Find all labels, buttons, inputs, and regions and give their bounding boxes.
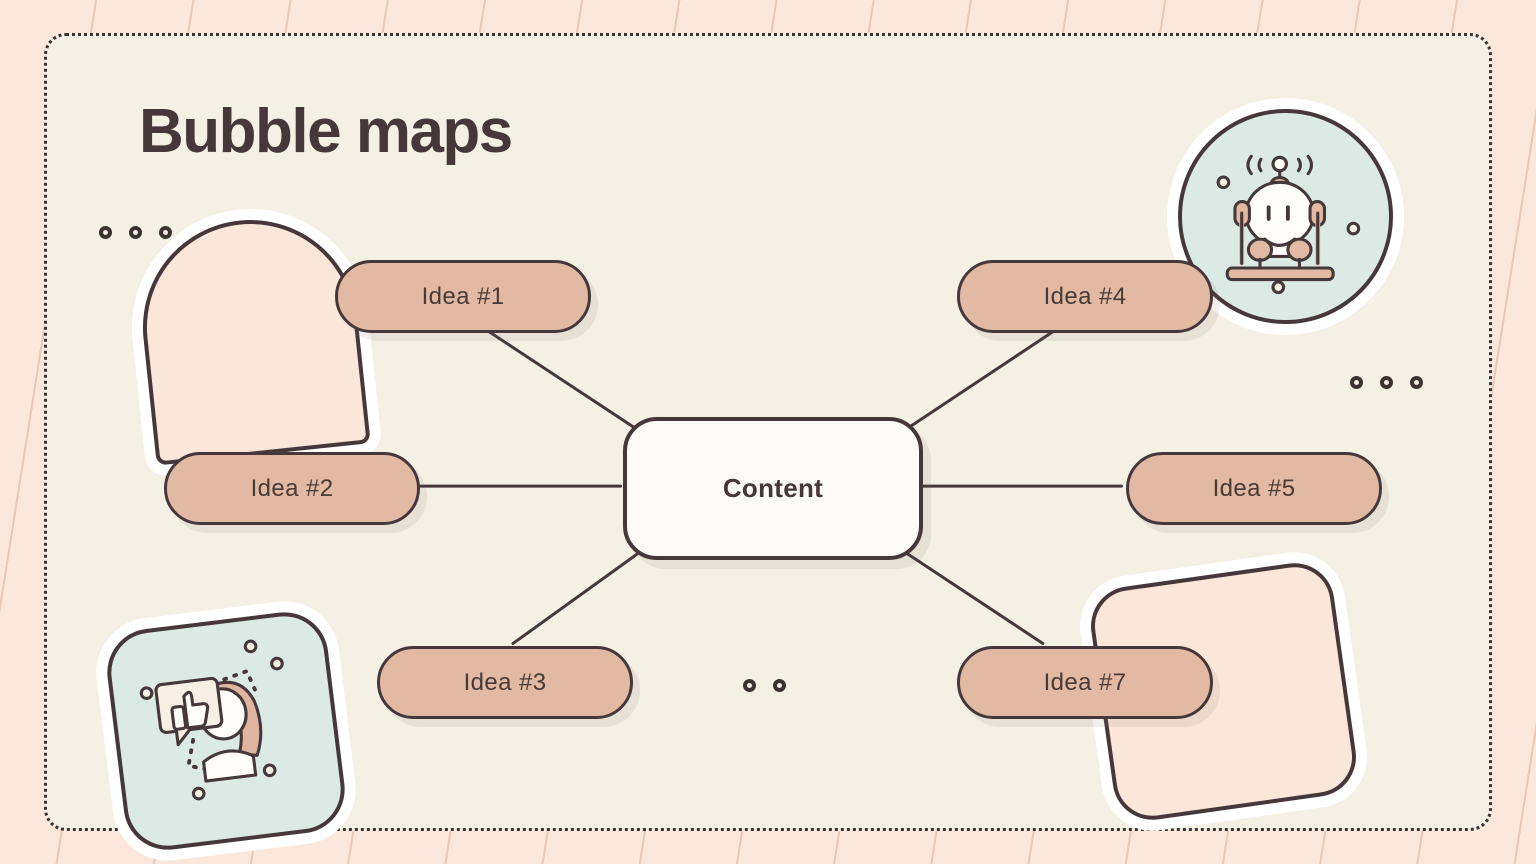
page-title: Bubble maps [139,97,513,166]
node-idea-5[interactable]: Idea #5 [1126,452,1382,525]
ring-dot-icon [129,226,142,239]
node-label: Idea #4 [1043,282,1127,310]
node-label: Idea #5 [1212,474,1296,502]
ring-dot-icon [1380,376,1393,389]
decorative-dots-right [1350,376,1423,389]
ring-dot-icon [743,679,756,692]
decorative-arch-shape [132,209,371,466]
node-idea-1[interactable]: Idea #1 [335,260,591,333]
node-center-content[interactable]: Content [623,417,923,560]
ring-dot-icon [1410,376,1423,389]
thumbs-up-person-icon [139,639,284,801]
node-idea-4[interactable]: Idea #4 [957,260,1213,333]
diagram-stage: Bubble maps [47,36,1489,855]
connector-center-idea4 [896,330,1055,436]
ring-dot-icon [99,226,112,239]
connector-center-idea1 [487,330,647,436]
node-idea-2[interactable]: Idea #2 [164,452,420,525]
connector-center-idea3 [511,544,650,645]
node-label: Idea #3 [463,668,547,696]
feedback-illustration-square [102,607,350,855]
slide-card: Bubble maps [44,33,1492,855]
node-label: Idea #2 [250,474,334,502]
decorative-dots-top-left [99,226,172,239]
robot-icon [1216,154,1361,295]
node-idea-7[interactable]: Idea #7 [957,646,1213,719]
center-node-label: Content [722,473,824,503]
node-label: Idea #1 [421,282,505,310]
ring-dot-icon [773,679,786,692]
decorative-dots-center [743,679,786,692]
ring-dot-icon [1350,376,1363,389]
connector-center-idea7 [893,544,1045,645]
ring-dot-icon [159,226,172,239]
node-idea-3[interactable]: Idea #3 [377,646,633,719]
node-label: Idea #7 [1043,668,1127,696]
robot-illustration-circle [1178,109,1393,324]
